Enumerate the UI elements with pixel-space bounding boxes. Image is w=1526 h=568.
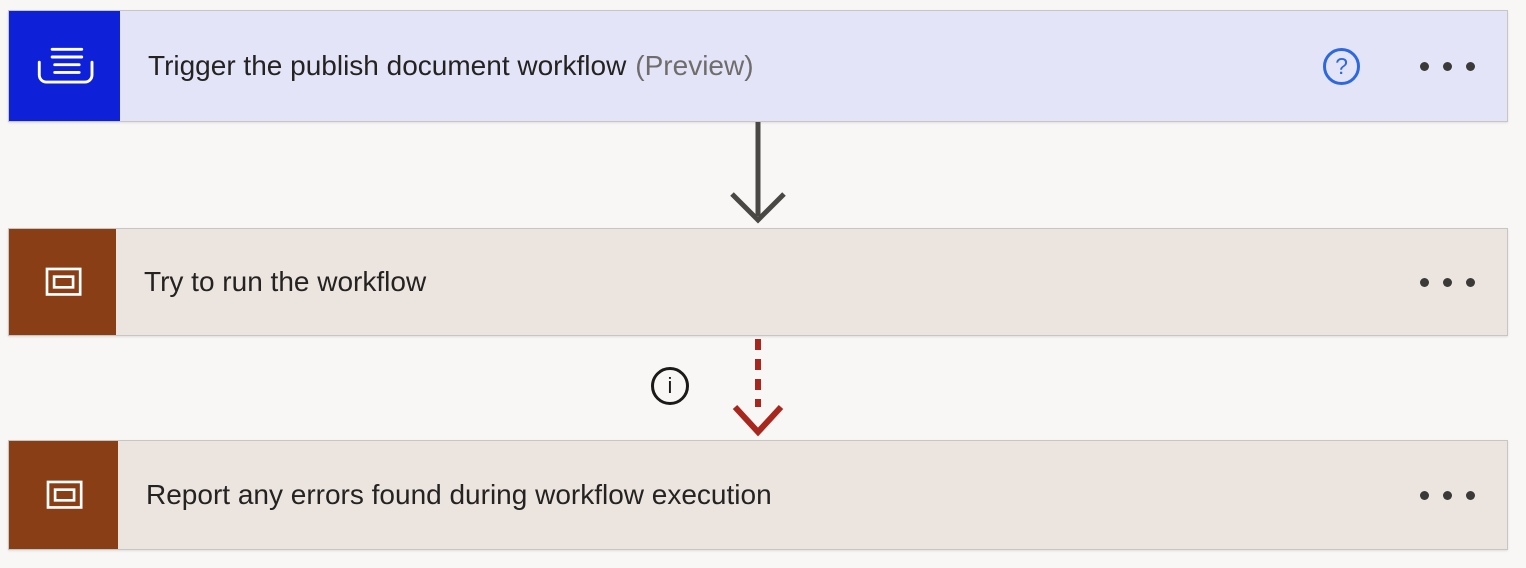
preview-badge: (Preview) <box>635 50 754 81</box>
scope-try-card[interactable]: Try to run the workflow <box>8 228 1508 336</box>
ellipsis-dot <box>1420 61 1429 71</box>
ellipsis-dot <box>1443 61 1452 71</box>
info-glyph: i <box>667 373 673 398</box>
ellipsis-dot <box>1466 277 1475 287</box>
scope-report-card[interactable]: Report any errors found during workflow … <box>8 440 1508 550</box>
scope-report-card-body: Report any errors found during workflow … <box>118 441 1507 549</box>
trigger-card[interactable]: Trigger the publish document workflow (Pr… <box>8 10 1508 122</box>
more-options-button[interactable] <box>1418 52 1477 81</box>
ellipsis-dot <box>1466 490 1475 500</box>
info-icon[interactable]: i <box>651 367 689 405</box>
scope-try-title-text: Try to run the workflow <box>144 266 427 297</box>
scope-report-card-title: Report any errors found during workflow … <box>146 479 1418 511</box>
ellipsis-dot <box>1420 277 1429 287</box>
ellipsis-dot <box>1443 490 1452 500</box>
down-arrow-icon <box>730 122 786 224</box>
dashed-down-arrow-icon <box>732 339 784 437</box>
scope-report-title-text: Report any errors found during workflow … <box>146 479 772 510</box>
scope-icon <box>9 229 116 335</box>
more-options-button[interactable] <box>1418 481 1477 510</box>
scope-try-card-title: Try to run the workflow <box>144 266 1418 298</box>
scope-try-card-body: Try to run the workflow <box>116 229 1507 335</box>
trigger-title-text: Trigger the publish document workflow <box>148 50 627 81</box>
ellipsis-dot <box>1466 61 1475 71</box>
scope-icon <box>9 441 118 549</box>
help-glyph: ? <box>1335 52 1348 79</box>
help-icon[interactable]: ? <box>1323 47 1360 85</box>
ellipsis-dot <box>1443 277 1452 287</box>
ellipsis-dot <box>1420 490 1429 500</box>
trigger-card-body: Trigger the publish document workflow (Pr… <box>120 11 1507 121</box>
trigger-tray-lines-icon <box>9 11 120 121</box>
more-options-button[interactable] <box>1418 268 1477 297</box>
trigger-card-title: Trigger the publish document workflow (Pr… <box>148 50 1323 82</box>
